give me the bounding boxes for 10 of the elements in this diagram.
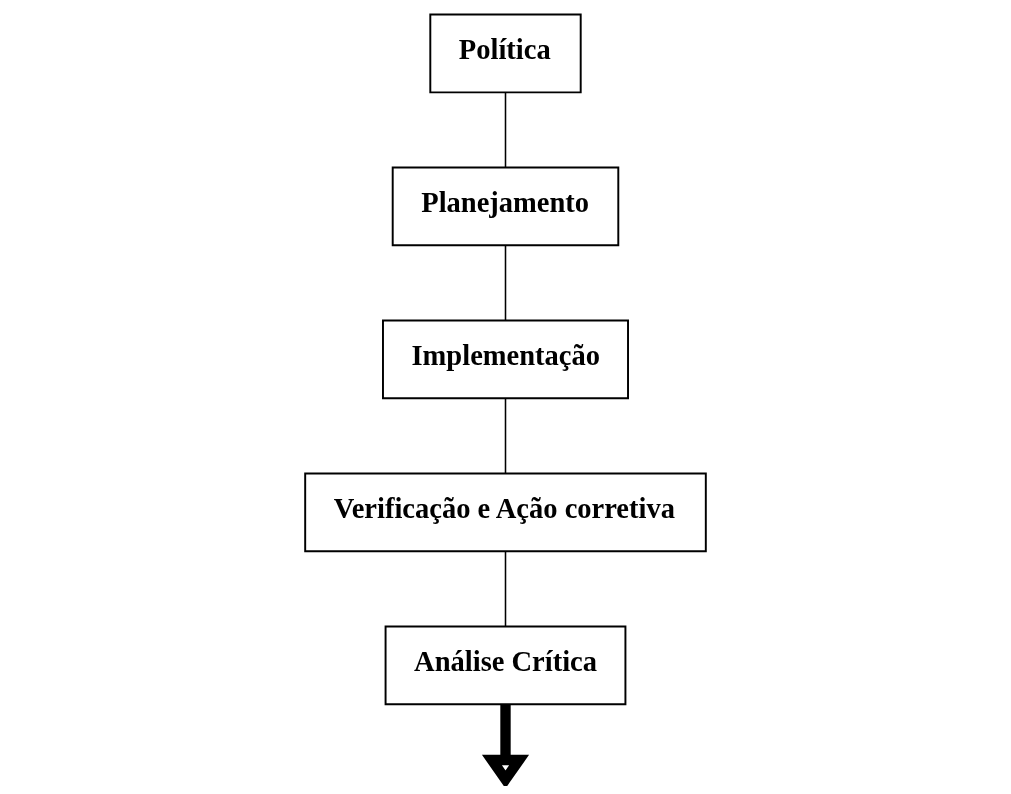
node-box: Política <box>429 13 582 93</box>
node-box: Verificação e Ação corretiva <box>304 472 707 552</box>
connector <box>504 244 507 321</box>
connector <box>504 91 507 168</box>
node-box: Planejamento <box>391 166 620 246</box>
node-box: Análise Crítica <box>384 625 627 705</box>
arrow <box>481 704 530 786</box>
node-box: Implementação <box>382 319 629 399</box>
connector <box>504 550 507 627</box>
connector <box>504 397 507 474</box>
